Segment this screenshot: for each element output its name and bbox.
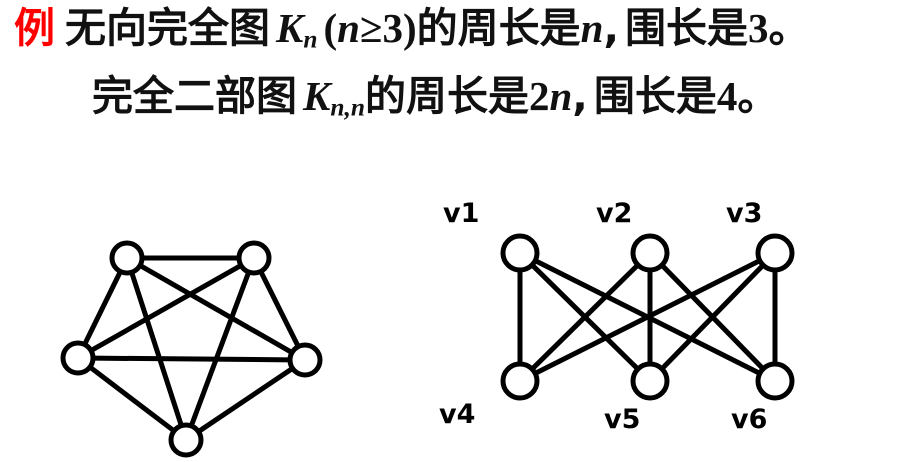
example-marker: 例 — [14, 4, 55, 52]
graph-vertices — [60, 240, 323, 458]
figure-bipartite-graph-k33: v1 v2 v3 v4 v5 v6 — [420, 195, 840, 450]
line1-condition-value: 3 — [382, 5, 403, 51]
graph-vertex — [630, 233, 670, 273]
line1-paren-close: ) — [402, 5, 417, 51]
line1-phrase-complete-graph: 无向完全图 — [65, 4, 270, 52]
graph-edge — [129, 271, 184, 427]
graph-edge — [188, 271, 252, 427]
line1-ge-sign: ≥ — [359, 5, 383, 51]
complete-graph-diagram — [60, 240, 323, 458]
line1-circumference-value: n — [580, 5, 604, 51]
line1-phrase-circumference: 的周长是 — [416, 4, 581, 52]
vertex-label-v6: v6 — [731, 404, 768, 435]
line1-period: 。 — [768, 4, 810, 52]
graph-vertices — [500, 233, 795, 401]
vertex-label-v5: v5 — [604, 404, 641, 435]
line2-period: 。 — [737, 72, 779, 120]
graph-edge — [138, 263, 294, 355]
vertex-label-v4: v4 — [439, 399, 476, 430]
graph-vertex — [500, 233, 540, 273]
graph-vertex — [500, 361, 540, 401]
bipartite-graph-diagram — [500, 233, 795, 401]
line2-phrase-girth: 围长是 — [593, 72, 717, 120]
vertex-label-v1: v1 — [443, 198, 480, 229]
graph-edges — [82, 255, 301, 434]
vertex-label-v3: v3 — [726, 198, 763, 229]
graph-vertex — [755, 233, 795, 273]
line2-phrase-circumference: 的周长是 — [364, 72, 529, 120]
line2-phrase-bipartite-graph: 完全二部图 — [92, 72, 297, 120]
line2-circumference-value: n — [549, 73, 573, 119]
line1-paren-open: ( — [323, 5, 338, 51]
line2-symbol-K-subscript: n,n — [330, 93, 365, 122]
line2-comma: , — [572, 72, 588, 120]
line1-condition-variable: n — [337, 5, 360, 51]
graph-vertex — [236, 240, 272, 276]
graph-edges — [517, 258, 778, 376]
line2-symbol-K: K — [303, 73, 331, 119]
graph-vertex — [60, 340, 96, 376]
graph-vertex — [755, 361, 795, 401]
line1-girth-value: 3 — [748, 5, 769, 51]
vertex-label-v2: v2 — [596, 198, 633, 229]
line2-circumference-coefficient: 2 — [528, 73, 550, 119]
graph-vertex — [168, 422, 204, 458]
line1-comma: , — [603, 4, 620, 52]
graph-edge — [534, 258, 761, 376]
graph-edge — [258, 270, 301, 348]
line1-symbol-K-subscript: n — [303, 25, 318, 54]
graph-edge — [530, 263, 640, 371]
line1-symbol-K: K — [276, 5, 304, 51]
graph-vertex — [109, 240, 145, 276]
graph-edge — [88, 365, 176, 433]
graph-vertex — [630, 361, 670, 401]
graph-edge — [82, 270, 123, 346]
figure-complete-graph-k5 — [40, 215, 350, 462]
graph-edge — [197, 366, 294, 434]
line1-phrase-girth: 围长是 — [625, 4, 749, 52]
graph-edge — [89, 263, 243, 353]
graph-edge — [92, 355, 291, 363]
line2-girth-value: 4 — [716, 73, 738, 119]
graph-edge — [660, 263, 765, 371]
graph-vertex — [287, 342, 323, 378]
